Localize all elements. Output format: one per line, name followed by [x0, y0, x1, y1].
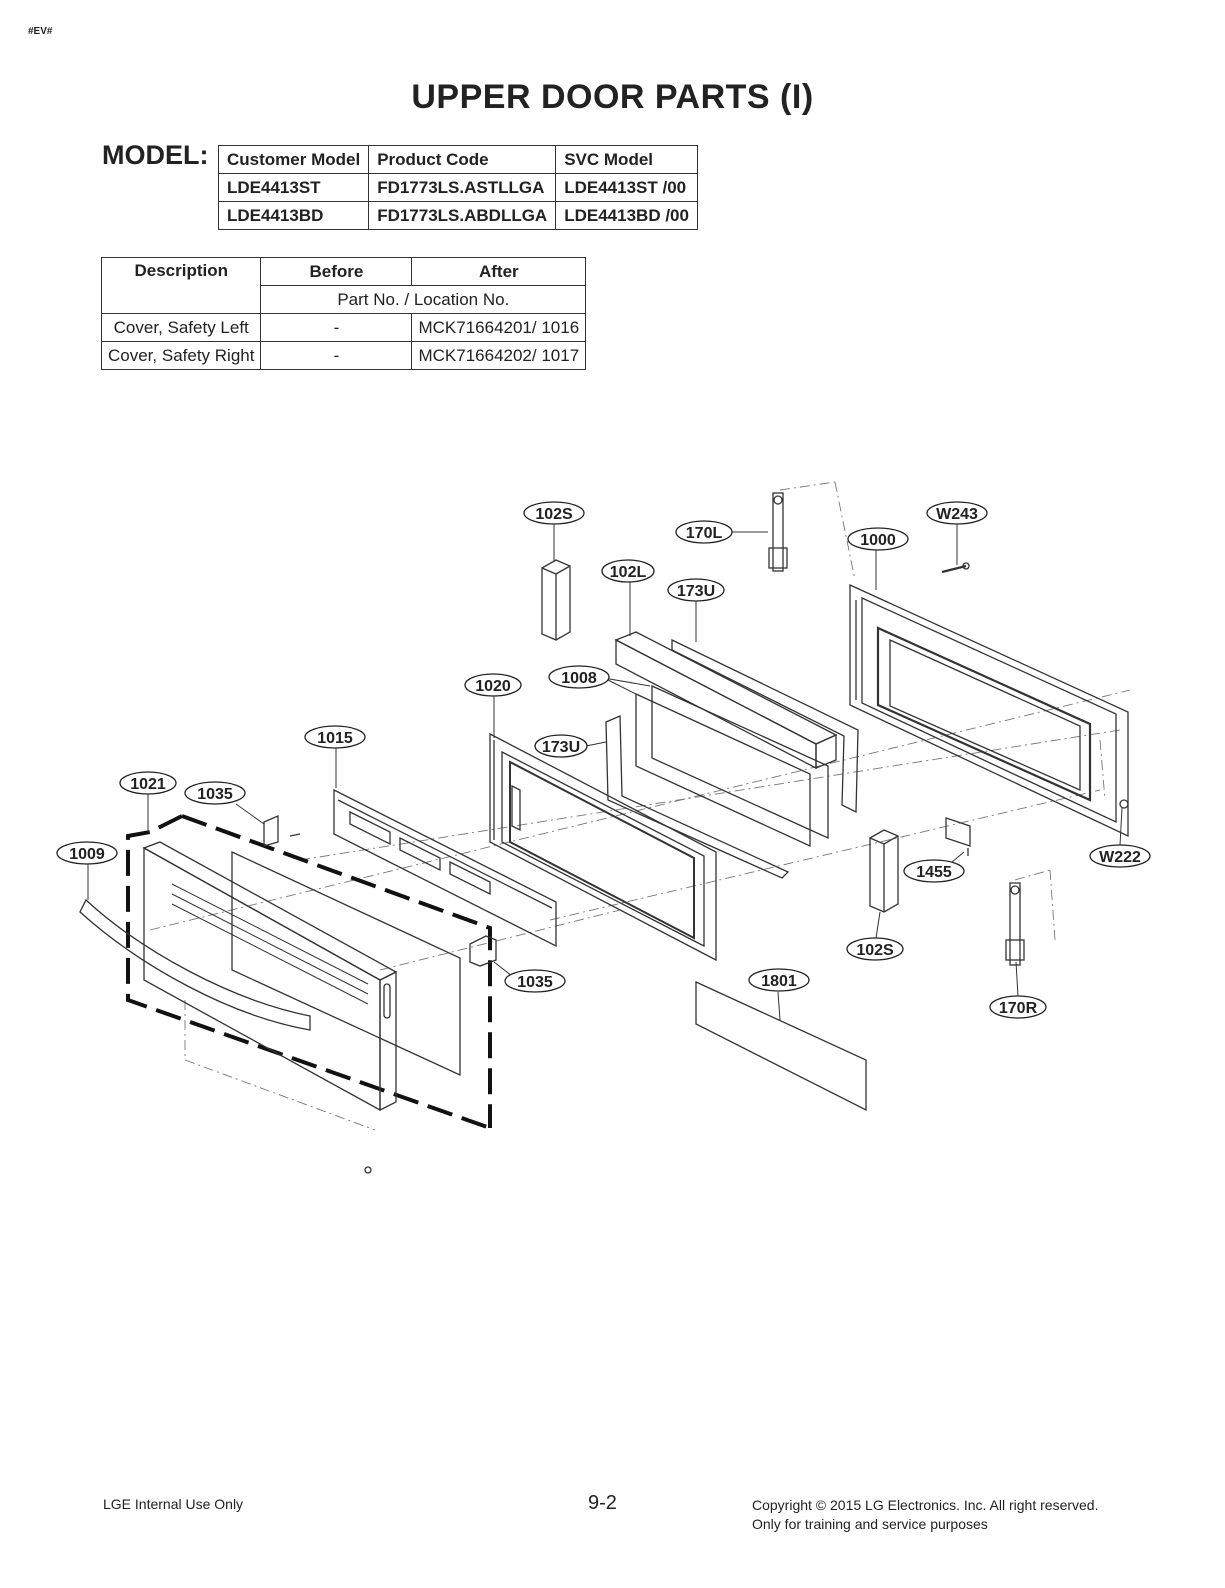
model-cell: LDE4413BD	[217, 201, 370, 230]
change-cell: Cover, Safety Left	[100, 313, 262, 342]
part-1020-middle-frame	[489, 732, 717, 962]
label-1455: 1455	[916, 864, 952, 881]
model-table-header-row: Customer Model Product Code SVC Model	[217, 145, 698, 174]
change-cell: MCK71664201/ 1016	[411, 313, 587, 342]
part-front-inner-panel	[231, 850, 461, 1077]
footer-internal-use: LGE Internal Use Only	[103, 1496, 244, 1512]
leader-lines	[87, 524, 1123, 1021]
change-table-subheader-row: Part No. / Location No.	[102, 285, 587, 314]
page-title: UPPER DOOR PARTS (I)	[411, 78, 814, 116]
table-row: LDE4413BD FD1773LS.ABDLLGA LDE4413BD /00	[217, 201, 698, 230]
model-cell: LDE4413BD /00	[555, 201, 698, 230]
label-173U-top: 173U	[677, 583, 715, 600]
part-173U-top-bar	[671, 638, 859, 814]
label-170R: 170R	[999, 1000, 1038, 1017]
label-1021: 1021	[130, 776, 166, 793]
model-label: MODEL:	[102, 140, 209, 170]
label-170L: 170L	[686, 525, 723, 542]
label-102S-top: 102S	[535, 506, 573, 523]
change-cell: -	[260, 341, 413, 370]
change-subheader: Part No. / Location No.	[260, 285, 587, 314]
label-1020: 1020	[475, 678, 511, 695]
model-cell: FD1773LS.ASTLLGA	[368, 173, 557, 202]
front-door-vents	[171, 883, 369, 1005]
part-102S-top-block	[541, 559, 571, 641]
part-173U-mid-bar	[605, 715, 790, 879]
change-cell: MCK71664202/ 1017	[411, 341, 587, 370]
table-row: Cover, Safety Left - MCK71664201/ 1016	[100, 313, 587, 342]
part-1008-glass	[635, 684, 829, 848]
part-bottom-screw	[364, 1166, 372, 1174]
model-cell: LDE4413ST	[217, 173, 370, 202]
table-row: LDE4413ST FD1773LS.ASTLLGA LDE4413ST /00	[217, 173, 698, 202]
part-1000-inner-frame	[849, 583, 1129, 838]
model-cell: LDE4413ST /00	[555, 173, 698, 202]
model-cell: FD1773LS.ABDLLGA	[368, 201, 557, 230]
part-W243-screw	[941, 562, 970, 574]
part-label-bubbles	[56, 501, 1151, 1019]
footer-note: Only for training and service purposes	[752, 1516, 988, 1532]
label-1035-top: 1035	[197, 786, 233, 803]
part-170R-hinge	[1005, 882, 1025, 966]
footer-copyright-block: Copyright © 2015 LG Electronics. Inc. Al…	[752, 1496, 1098, 1534]
footer-copyright: Copyright © 2015 LG Electronics. Inc. Al…	[752, 1497, 1099, 1513]
part-1035-hinge-top	[263, 815, 301, 847]
label-1008: 1008	[561, 670, 597, 687]
change-header-after: After	[411, 257, 587, 286]
change-table: Description Before After Part No. / Loca…	[100, 257, 587, 370]
change-cell: Cover, Safety Right	[100, 341, 262, 370]
part-1035-hinge-bot	[469, 935, 497, 967]
exploded-parts-diagram: 102S 170L 1000 W243 102L 173U 1008 1020 …	[56, 481, 1151, 1174]
document-tag: #EV#	[28, 26, 53, 37]
model-table: Customer Model Product Code SVC Model LD…	[217, 145, 698, 230]
label-W222: W222	[1099, 849, 1141, 866]
change-header-description: Description	[100, 257, 262, 314]
label-1801: 1801	[761, 973, 797, 990]
label-1015: 1015	[317, 730, 353, 747]
change-cell: -	[260, 313, 413, 342]
label-102S-bot: 102S	[856, 942, 894, 959]
label-W243: W243	[936, 506, 978, 523]
change-table-header-row: Description Before After	[100, 257, 587, 314]
label-1000: 1000	[860, 532, 896, 549]
model-header-product: Product Code	[368, 145, 557, 174]
part-170L-hinge	[768, 492, 788, 572]
table-row: Cover, Safety Right - MCK71664202/ 1017	[100, 341, 587, 370]
label-1009: 1009	[69, 846, 105, 863]
assembly-guide-lines	[149, 481, 1131, 1131]
part-1455-bracket	[945, 817, 971, 856]
label-102L: 102L	[610, 564, 647, 581]
model-header-svc: SVC Model	[555, 145, 698, 174]
page-number: 9-2	[588, 1492, 617, 1514]
part-1015-cover-bracket	[333, 788, 557, 948]
label-173U-mid: 173U	[542, 739, 580, 756]
change-header-before: Before	[260, 257, 413, 286]
model-header-customer: Customer Model	[217, 145, 370, 174]
part-102S-bottom-block	[869, 829, 899, 913]
part-1801-panel	[695, 980, 867, 1112]
part-1021-insulation-outline	[126, 814, 492, 1130]
part-W222-screw	[1119, 799, 1129, 809]
label-1035-bot: 1035	[517, 974, 553, 991]
part-1009-front-door	[142, 841, 398, 1112]
part-1009-handle	[79, 898, 311, 1031]
